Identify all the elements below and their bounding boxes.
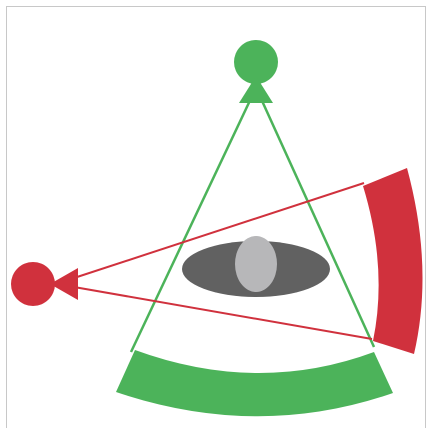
- center-object-core: [235, 236, 277, 292]
- left-observer-pointer: [50, 268, 78, 300]
- left-observer-head: [11, 262, 55, 306]
- green-coverage-arc: [116, 350, 393, 416]
- red-coverage-arc: [363, 168, 423, 354]
- left-observer-icon: [11, 262, 78, 306]
- green-view-line-right: [258, 92, 374, 347]
- green-view-line-left: [131, 92, 254, 352]
- top-observer-icon: [234, 40, 278, 103]
- red-view-line-bottom: [74, 287, 372, 339]
